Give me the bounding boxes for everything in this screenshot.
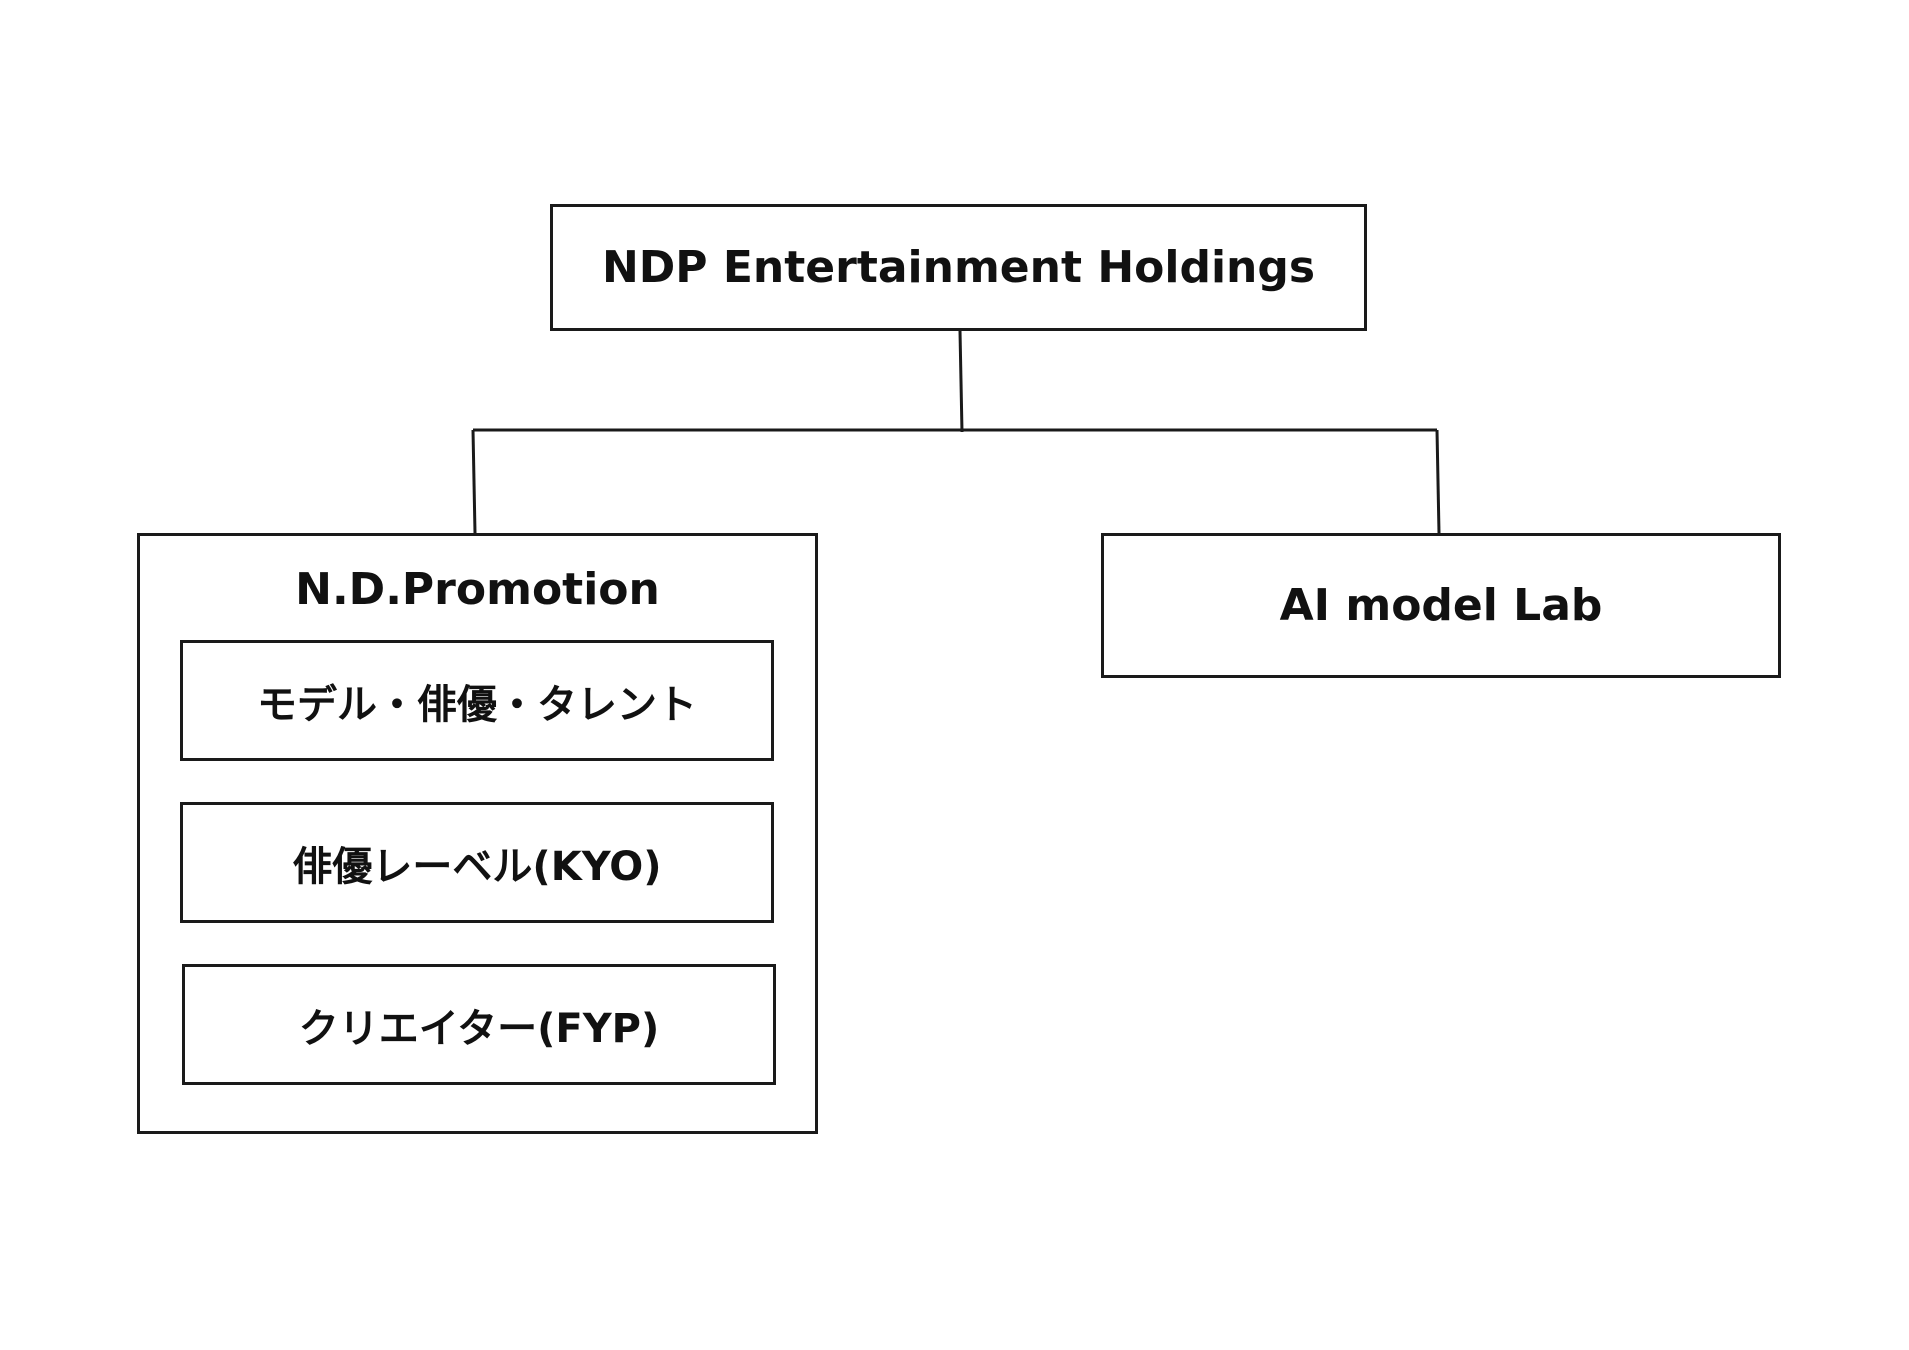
root-node-ndp-entertainment-holdings: NDP Entertainment Holdings — [550, 204, 1367, 331]
sub-unit-label: クリエイター(FYP) — [298, 1005, 660, 1052]
sub-unit-creator-fyp: クリエイター(FYP) — [182, 964, 776, 1085]
nd-promotion-title: N.D.Promotion — [295, 564, 660, 615]
child-node-ai-model-lab: AI model Lab — [1101, 533, 1781, 678]
left-branch-line — [471, 429, 477, 534]
root-node-label: NDP Entertainment Holdings — [601, 242, 1316, 293]
ai-model-lab-label: AI model Lab — [1279, 580, 1603, 631]
right-branch-line — [1435, 429, 1441, 534]
sub-unit-model-actor-talent: モデル・俳優・タレント — [180, 640, 774, 761]
sub-unit-label: 俳優レーベル(KYO) — [292, 843, 662, 890]
child-node-nd-promotion: N.D.Promotion モデル・俳優・タレント 俳優レーベル(KYO) クリ… — [137, 533, 818, 1134]
sub-unit-actor-label-kyo: 俳優レーベル(KYO) — [180, 802, 774, 923]
root-stem-line — [958, 330, 964, 433]
sub-unit-label: モデル・俳優・タレント — [257, 681, 697, 728]
